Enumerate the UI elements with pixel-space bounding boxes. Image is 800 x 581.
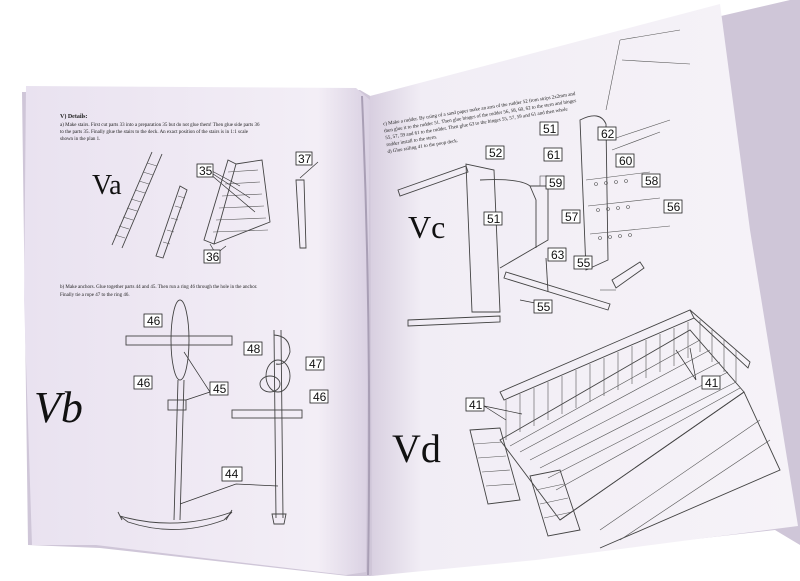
svg-text:35: 35: [199, 164, 213, 178]
svg-text:52: 52: [489, 146, 503, 160]
va-label-36: 36: [203, 249, 221, 264]
svg-text:55: 55: [577, 256, 591, 270]
anchor-drawing-1: [117, 299, 233, 530]
va-label-37: 37: [295, 151, 313, 166]
svg-text:46: 46: [147, 314, 161, 328]
vb-label-46c: 46: [133, 375, 153, 390]
svg-text:41: 41: [705, 376, 719, 390]
figure-va: Va 35 37 36: [92, 151, 319, 264]
svg-text:51: 51: [543, 122, 557, 136]
para-a-line-2: to the parts 35. Finally glue the stairs…: [60, 130, 249, 135]
figure-vb: Vb 46 48 47 46 45 46 44: [34, 299, 329, 530]
svg-text:41: 41: [469, 398, 483, 412]
stairs-drawing: [111, 151, 319, 259]
vc-label-55a: 55: [573, 255, 593, 270]
svg-text:56: 56: [667, 200, 681, 214]
section-heading: V) Details:: [60, 113, 88, 120]
vc-label-60: 60: [615, 153, 635, 168]
svg-text:45: 45: [213, 382, 227, 396]
vb-label-45: 45: [209, 381, 229, 396]
vd-label-41b: 41: [701, 375, 721, 390]
para-b-line-2: Finally tie a rope 47 to the ring 46.: [60, 293, 130, 298]
svg-text:55: 55: [537, 300, 551, 314]
left-page-text: V) Details: a) Make stairs. First cut pa…: [60, 113, 260, 298]
vc-label-52: 52: [485, 145, 505, 160]
svg-text:63: 63: [551, 248, 565, 262]
svg-text:37: 37: [298, 152, 312, 166]
svg-text:57: 57: [565, 210, 579, 224]
figure-vb-title: Vb: [34, 383, 83, 432]
svg-text:44: 44: [225, 467, 239, 481]
svg-text:46: 46: [313, 390, 327, 404]
right-page: [370, 4, 798, 576]
vb-label-47: 47: [305, 356, 325, 371]
figure-vc-title: Vc: [408, 209, 445, 245]
svg-text:61: 61: [547, 148, 561, 162]
para-a-line-1: a) Make stairs. First cut parts 33 into …: [60, 123, 260, 128]
vc-label-63: 63: [547, 247, 567, 262]
figure-vd-title: Vd: [392, 426, 441, 471]
svg-text:59: 59: [549, 176, 563, 190]
vb-label-48: 48: [243, 341, 263, 356]
rudder-drawing: [397, 29, 691, 327]
vc-label-59: 59: [545, 175, 565, 190]
railing-drawing: [469, 309, 781, 549]
vc-label-62: 62: [597, 126, 617, 141]
figure-vd: Vd 41 41: [392, 309, 781, 549]
svg-text:36: 36: [206, 250, 220, 264]
svg-text:48: 48: [247, 342, 261, 356]
vd-label-41a: 41: [465, 397, 485, 412]
para-b-line-1: b) Make anchors. Glue together parts 44 …: [60, 285, 257, 290]
vc-label-56: 56: [663, 199, 683, 214]
svg-text:62: 62: [601, 127, 615, 141]
vb-label-46b: 46: [309, 389, 329, 404]
vc-label-51b: 51: [539, 121, 559, 136]
anchor-drawing-2: [231, 329, 303, 525]
para-a-line-3: shown in the plan 1.: [60, 137, 100, 142]
va-label-35: 35: [196, 163, 214, 178]
vc-label-61: 61: [543, 147, 563, 162]
vb-label-44: 44: [221, 466, 243, 482]
vc-label-55b: 55: [533, 299, 553, 314]
svg-text:60: 60: [619, 154, 633, 168]
left-page: [24, 86, 370, 575]
vc-label-58: 58: [641, 173, 661, 188]
vb-label-46a: 46: [143, 313, 163, 328]
svg-text:58: 58: [645, 174, 659, 188]
vc-label-57: 57: [561, 209, 581, 224]
figure-vc: Vc 52 51 51: [397, 29, 691, 327]
svg-text:47: 47: [309, 357, 323, 371]
figure-va-title: Va: [92, 170, 122, 201]
svg-text:51: 51: [487, 212, 501, 226]
svg-text:46: 46: [137, 376, 151, 390]
vc-label-51a: 51: [483, 211, 503, 226]
